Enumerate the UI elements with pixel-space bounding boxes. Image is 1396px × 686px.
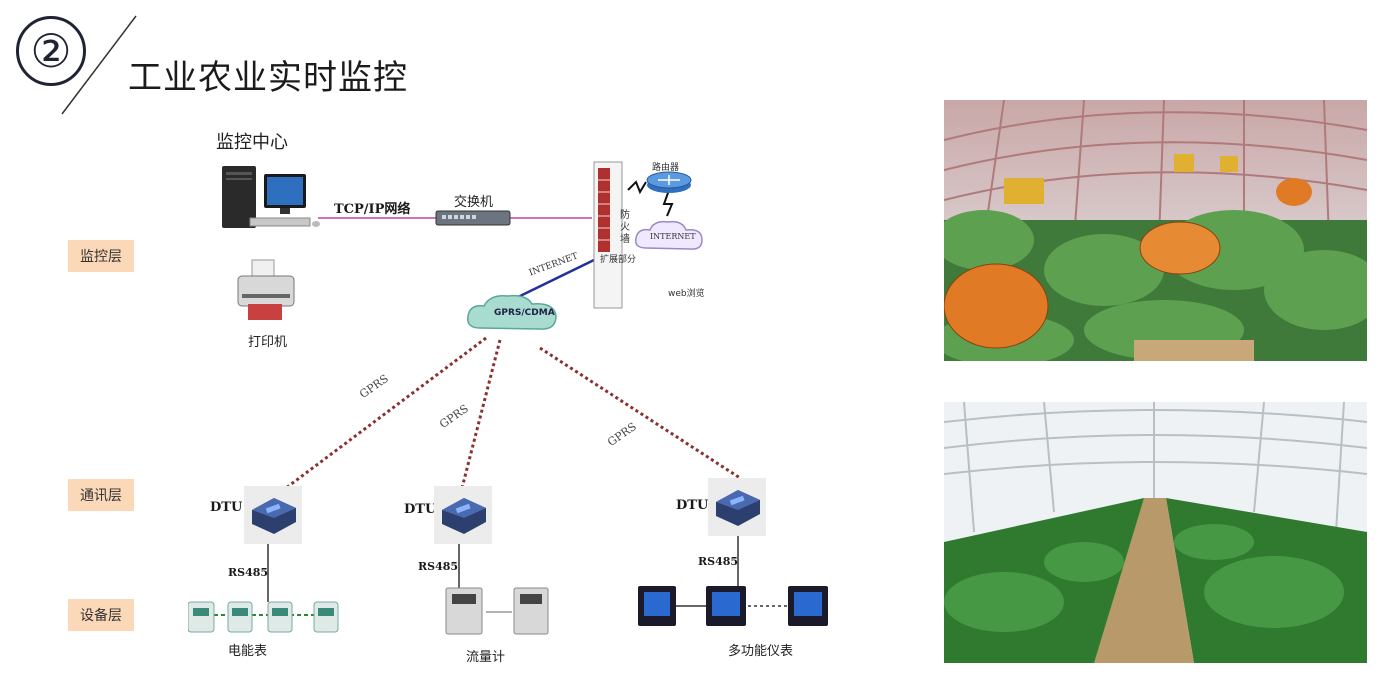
tcpip-label: TCP/IP网络 [334, 202, 411, 217]
gprs-cdma-cloud-icon [467, 294, 557, 330]
dtu-label-2: DTU [404, 502, 437, 517]
layer-label-comm: 通讯层 [68, 479, 134, 511]
multi-meter-icons [638, 586, 828, 626]
rs485-label-2: RS485 [418, 560, 459, 573]
flow-meter-icons [445, 587, 549, 635]
switch-icon [435, 210, 511, 226]
firewall-label: 防火墙 [620, 210, 630, 245]
monitor-center-label: 监控中心 [216, 132, 288, 153]
rs485-label-1: RS485 [228, 566, 269, 579]
router-icon [646, 171, 692, 193]
greenhouse-rows-photo [944, 402, 1367, 663]
firewall-icon [593, 161, 623, 309]
page-title: 工业农业实时监控 [128, 58, 408, 98]
flow-meter-label: 流量计 [466, 650, 506, 665]
rs485-label-3: RS485 [698, 555, 739, 568]
greenhouse-pumpkin-photo [944, 100, 1367, 361]
layer-label-device: 设备层 [68, 599, 134, 631]
section-number-badge: ② [16, 16, 86, 86]
internet-cloud-label: INTERNET [650, 232, 696, 241]
internet-cloud-icon [634, 220, 703, 250]
router-label: 路由器 [652, 163, 680, 173]
web-browse-label: web浏览 [668, 289, 705, 299]
dtu-label-1: DTU [210, 500, 243, 515]
multi-meter-label: 多功能仪表 [728, 644, 794, 659]
dtu-device-icon-1 [244, 486, 302, 544]
expand-label: 扩展部分 [600, 255, 637, 265]
dtu-device-icon-3 [708, 478, 766, 536]
energy-meter-icons [188, 601, 339, 633]
switch-label: 交换机 [454, 195, 494, 210]
dtu-device-icon-2 [434, 486, 492, 544]
diagram-connections [214, 180, 788, 616]
header-divider [61, 15, 137, 115]
gprs-cdma-label: GPRS/CDMA [494, 308, 555, 318]
dtu-label-3: DTU [676, 498, 709, 513]
printer-label: 打印机 [248, 335, 288, 350]
computer-icon [222, 166, 320, 228]
energy-meter-label: 电能表 [228, 644, 268, 659]
layer-label-monitor: 监控层 [68, 240, 134, 272]
printer-icon [237, 259, 295, 320]
